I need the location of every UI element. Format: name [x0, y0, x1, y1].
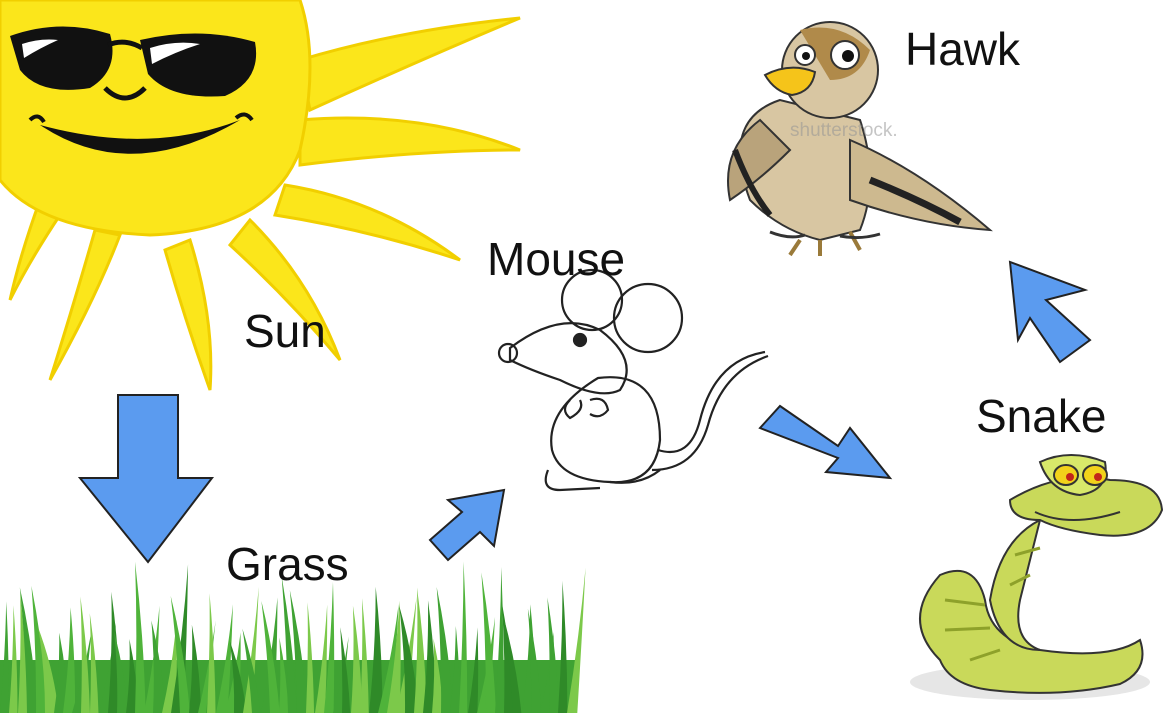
arrow-icon	[430, 490, 504, 560]
grass-blade	[9, 605, 17, 713]
grass-blade	[459, 561, 467, 713]
grass-blade	[351, 606, 362, 713]
grass-blade	[360, 598, 369, 713]
watermark-text: shutterstock.	[790, 120, 898, 142]
label-grass: Grass	[226, 541, 349, 587]
arrow-icon	[80, 395, 212, 562]
label-mouse: Mouse	[487, 236, 625, 282]
arrow-icon	[760, 406, 890, 478]
grass-blade	[369, 587, 382, 713]
mouse-icon	[499, 270, 768, 490]
snake-icon	[910, 455, 1162, 700]
label-hawk: Hawk	[905, 26, 1020, 72]
grass-blade	[306, 602, 314, 713]
grass-blade	[558, 581, 567, 713]
arrow-icon	[1010, 262, 1090, 362]
label-sun: Sun	[244, 308, 326, 354]
grass-blade	[135, 562, 146, 713]
arrows	[80, 262, 1090, 562]
label-snake: Snake	[976, 393, 1106, 439]
grass-blade	[207, 593, 216, 713]
